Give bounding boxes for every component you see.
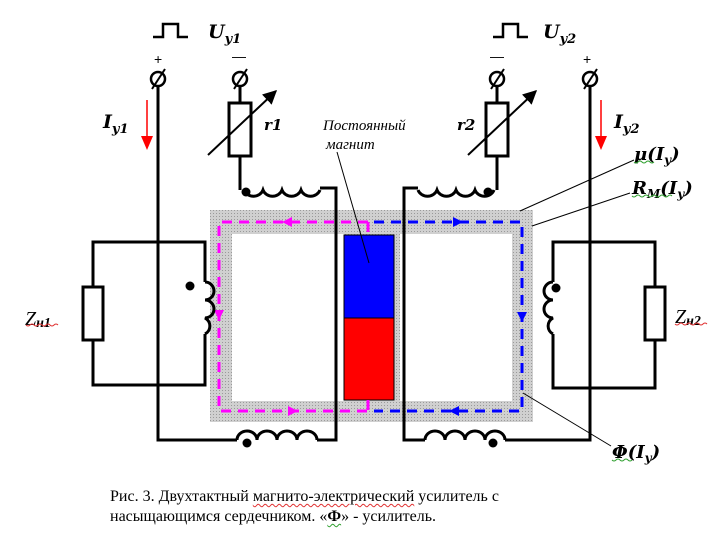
- flux-arrow-icon: [517, 312, 527, 322]
- current-arrow-left-icon: [141, 100, 153, 150]
- caption-text: » - усилитель.: [341, 508, 437, 525]
- plus-sign-right: +: [583, 51, 591, 67]
- caption-phi: Ф: [327, 508, 342, 525]
- coil-top-left: [242, 185, 322, 198]
- caption-text: Рис. 3. Двухтактный: [110, 488, 253, 505]
- caption-text: насыщающимся сердечником. «: [110, 508, 328, 525]
- spellcheck-squiggle: [631, 194, 673, 198]
- spellcheck-squiggle: [611, 458, 633, 462]
- resistor-label-r1: r1: [264, 116, 282, 134]
- load-label-zn1: Zн1: [25, 308, 51, 331]
- polarity-dot: [241, 187, 251, 197]
- phi-label: Φ(Iy): [612, 442, 660, 465]
- minus-sign-right: —: [490, 48, 504, 64]
- plus-sign-left: +: [154, 51, 162, 67]
- caption-line-2: насыщающимся сердечником. «Ф» - усилител…: [110, 507, 630, 527]
- polarity-dot: [488, 438, 498, 448]
- magnet-south-pole: [343, 317, 395, 401]
- variable-resistor-r1: [227, 101, 253, 158]
- polarity-dot: [483, 187, 493, 197]
- coil-top-right: [416, 185, 496, 198]
- spellcheck-squiggle: [674, 322, 708, 326]
- spellcheck-squiggle: [25, 323, 59, 327]
- adjust-arrow-icon: [207, 90, 278, 156]
- wiring: [91, 86, 657, 442]
- coil-load-right: [542, 280, 554, 336]
- leader-lines: [336, 151, 635, 447]
- load-resistor-left: [81, 285, 105, 342]
- polarity-dot: [551, 283, 561, 293]
- coil-load-left: [204, 280, 216, 336]
- pulse-icon: [493, 22, 528, 39]
- adjust-arrow-icon: [467, 90, 538, 156]
- flux-arrow-icon: [288, 406, 298, 416]
- terminal-plus-right: [581, 68, 599, 90]
- caption-line-1: Рис. 3. Двухтактный магнито-электрически…: [110, 487, 630, 507]
- coil-bottom-left: [235, 429, 319, 441]
- flux-arrow-icon: [214, 310, 224, 320]
- resistor-label-r2: r2: [457, 116, 475, 134]
- load-resistor-right: [643, 285, 667, 342]
- mu-label: μ(Iy): [634, 144, 680, 167]
- variable-resistor-r2: [484, 101, 510, 158]
- flux-arrow-icon: [282, 217, 292, 227]
- pulse-icon: [153, 22, 188, 39]
- caption-text: усилитель с: [414, 488, 499, 505]
- terminal-plus-left: [149, 68, 167, 90]
- magnet-north-pole: [343, 234, 395, 319]
- minus-sign-left: —: [232, 48, 246, 64]
- voltage-label-uy2: Uy2: [543, 21, 576, 47]
- flux-arrow-icon: [453, 217, 463, 227]
- rm-label: RM(Iy): [631, 178, 693, 201]
- polarity-dot: [242, 438, 252, 448]
- voltage-label-uy1: Uy1: [208, 21, 241, 47]
- permanent-magnet: [343, 234, 395, 401]
- current-arrow-right-icon: [595, 100, 607, 150]
- spellcheck-squiggle: [633, 160, 655, 164]
- caption-text-misspelled: магнито-электрический: [252, 488, 415, 505]
- magnet-note: Постоянный магнит: [322, 118, 409, 153]
- figure-caption: Рис. 3. Двухтактный магнито-электрически…: [110, 487, 630, 527]
- polarity-dot: [185, 281, 195, 291]
- coil-bottom-right: [423, 429, 507, 441]
- load-label-zn2: Zн2: [675, 306, 701, 329]
- current-label-iy1: Iy1: [102, 111, 129, 137]
- current-label-iy2: Iy2: [613, 111, 640, 137]
- flux-arrow-icon: [449, 406, 459, 416]
- terminal-minus-right: [488, 68, 506, 90]
- terminal-minus-left: [231, 68, 249, 90]
